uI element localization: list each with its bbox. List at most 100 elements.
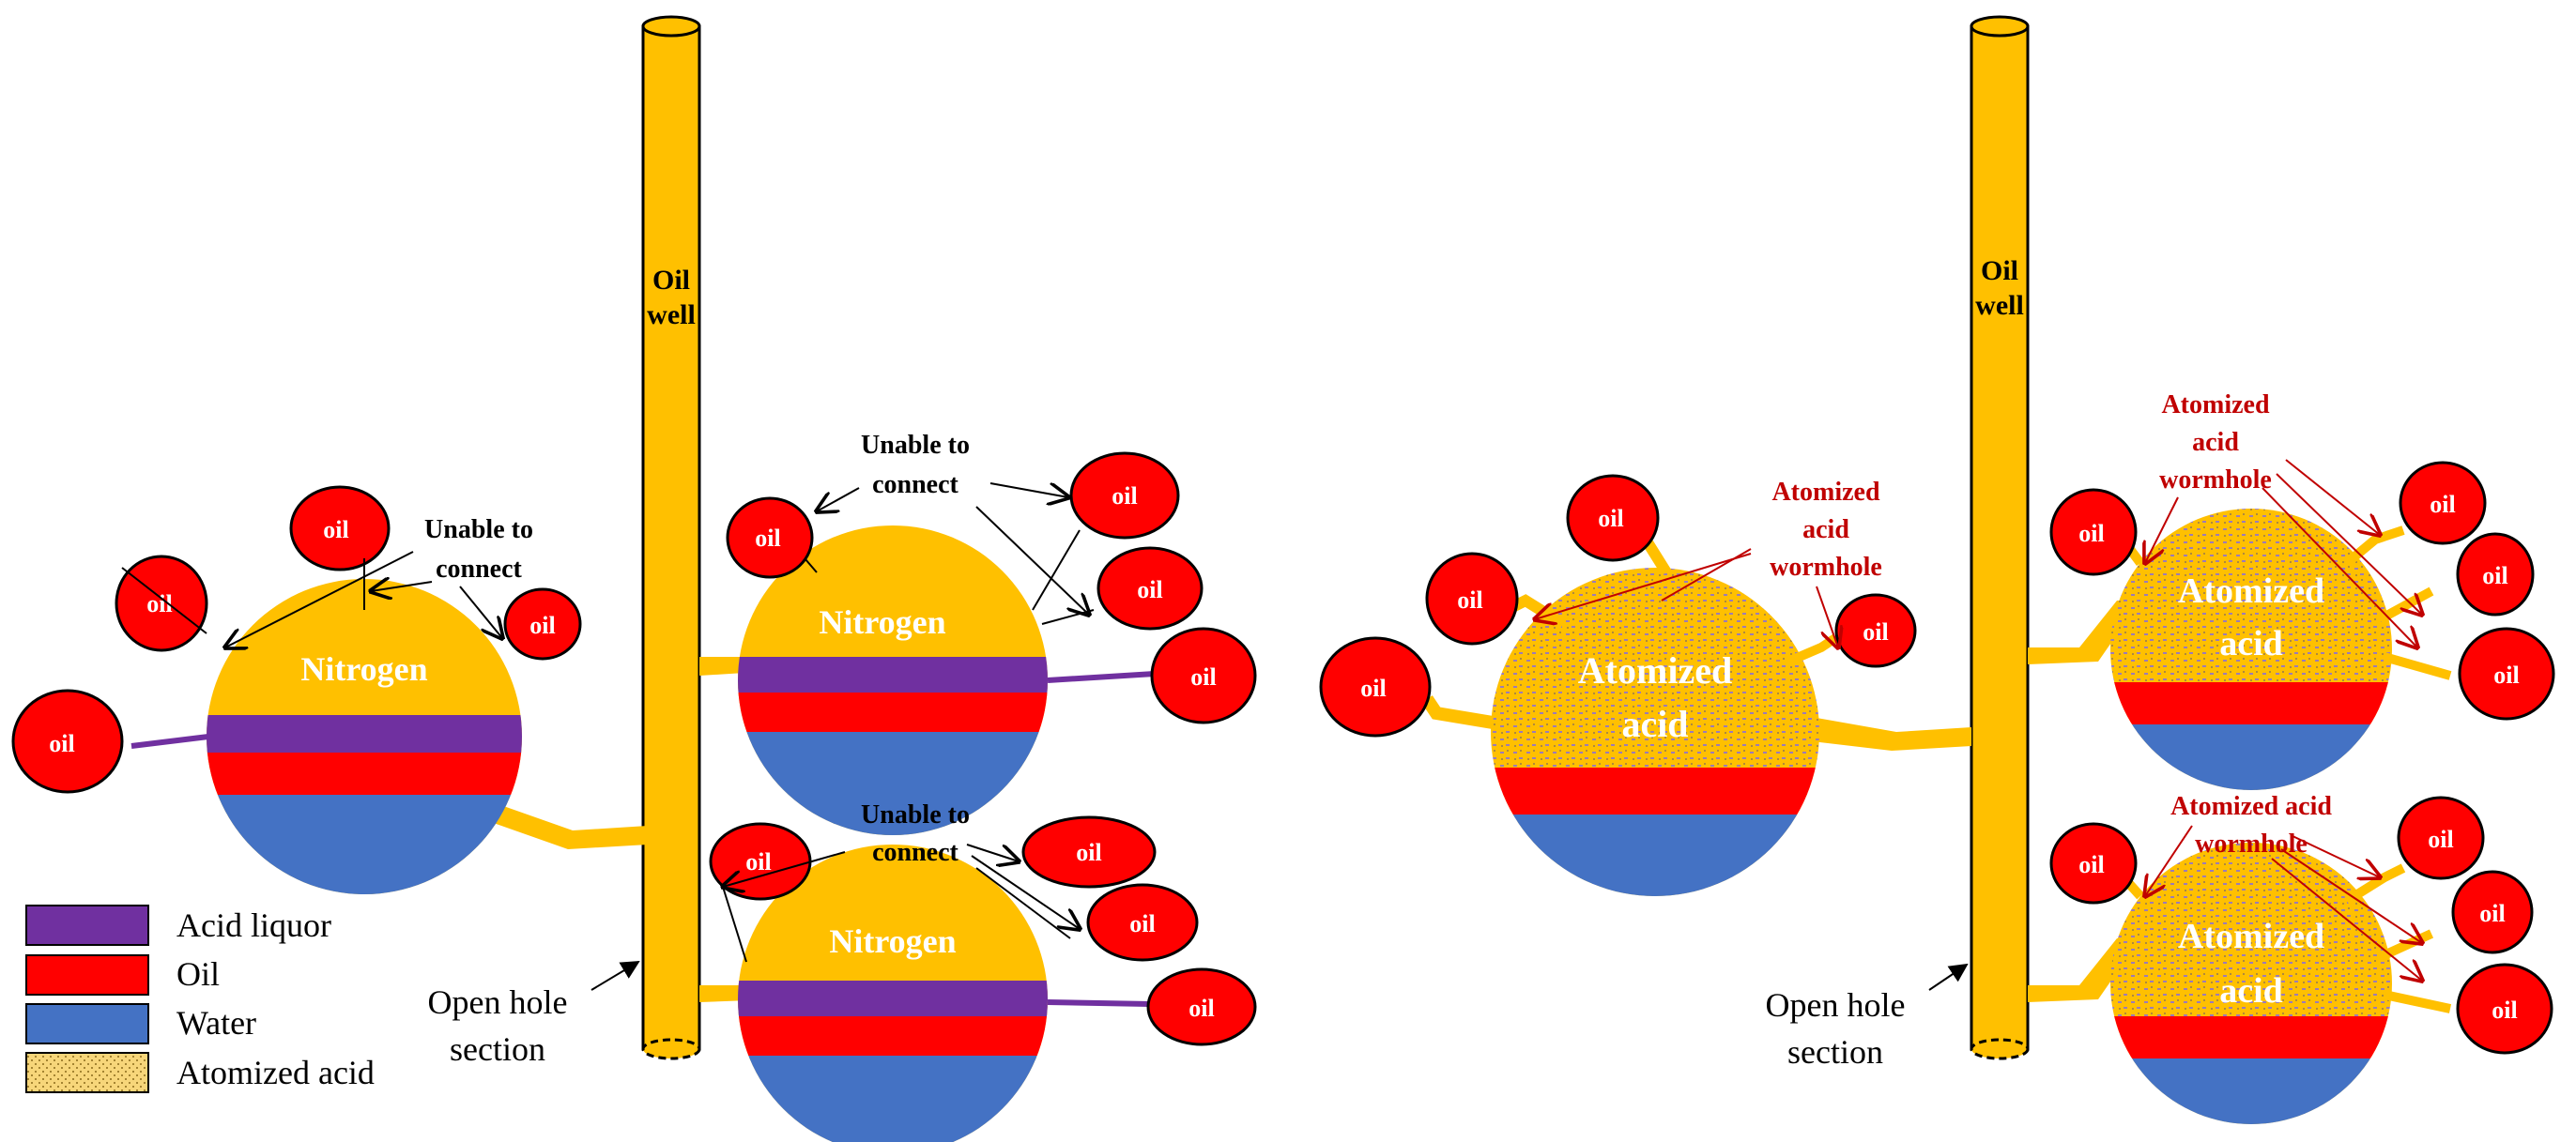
left-vug1-oil-4: oil xyxy=(503,587,582,661)
svg-text:oil: oil xyxy=(1190,663,1216,691)
svg-text:oil: oil xyxy=(1129,910,1155,937)
right-vug2-label-line2: acid xyxy=(2219,624,2283,663)
left-vug-1: Nitrogen oil oil oil oil Unable to c xyxy=(11,485,582,894)
svg-text:oil: oil xyxy=(2479,900,2505,927)
svg-text:oil: oil xyxy=(2428,826,2453,853)
svg-text:oil: oil xyxy=(323,516,348,543)
right-open-hole-line1: Open hole xyxy=(1766,986,1906,1024)
right-vug3-callout-line2: wormhole xyxy=(2195,830,2308,859)
left-well-label-line1: Oil xyxy=(652,265,690,296)
svg-text:oil: oil xyxy=(2492,997,2517,1024)
svg-text:Water: Water xyxy=(176,1004,256,1042)
right-vug1-label-line2: acid xyxy=(1621,703,1688,745)
right-open-hole-callout: Open hole section xyxy=(1766,963,1969,1071)
right-vug3-label-line2: acid xyxy=(2219,971,2283,1011)
right-vug3-oil-4: oil xyxy=(2456,963,2553,1055)
right-panel: Oil well Open hole section Atomized acid xyxy=(1319,15,2555,1124)
right-vug2-callout-line2: acid xyxy=(2192,428,2239,457)
svg-text:oil: oil xyxy=(2078,520,2104,547)
right-vug2-callout-line3: wormhole xyxy=(2159,465,2272,495)
right-vug3-oil-3: oil xyxy=(2451,870,2534,954)
right-vug1-oil-3: oil xyxy=(1566,474,1660,562)
right-vug-2: Atomized acid oil oil oil oil Atomiz xyxy=(2049,390,2555,790)
right-vug1-callout-line3: wormhole xyxy=(1770,553,1882,582)
svg-text:oil: oil xyxy=(755,525,780,552)
right-vug1-callout-line2: acid xyxy=(1802,515,1849,544)
left-vug3-oil-2: oil xyxy=(1021,815,1157,889)
right-vug-1: Atomized acid oil oil oil oil xyxy=(1319,474,1917,896)
right-vug3-oil-1: oil xyxy=(2049,822,2138,905)
left-vug3-callout-line2: connect xyxy=(872,838,958,867)
svg-text:oil: oil xyxy=(529,612,555,639)
right-vug2-label-line1: Atomized xyxy=(2178,571,2324,611)
left-vug1-channel xyxy=(488,802,648,849)
left-vug1-label: Nitrogen xyxy=(300,650,427,688)
legend-item-oil: Oil xyxy=(25,954,220,996)
left-vug3-oil-3: oil xyxy=(1086,883,1199,962)
left-well-label-line2: well xyxy=(647,299,696,330)
svg-text:oil: oil xyxy=(1598,505,1623,532)
svg-text:oil: oil xyxy=(1137,576,1162,603)
right-vug1-oil-2: oil xyxy=(1425,552,1519,646)
right-vug2-oil-2: oil xyxy=(2399,461,2487,545)
svg-text:Acid liquor: Acid liquor xyxy=(176,906,331,944)
right-vug2-callout-line1: Atomized xyxy=(2161,390,2270,419)
right-vug2-oil-1: oil xyxy=(2049,488,2138,576)
left-open-hole-line2: section xyxy=(450,1030,545,1068)
left-vug1-oil-3: oil xyxy=(289,485,391,571)
right-vug2-oil-3: oil xyxy=(2456,532,2535,617)
svg-text:oil: oil xyxy=(49,730,74,757)
left-vug1-callout-line1: Unable to xyxy=(424,515,533,544)
left-vug1-oil-2: oil xyxy=(115,555,208,652)
left-vug2-callout-line1: Unable to xyxy=(861,431,970,460)
left-vug2-oil-4: oil xyxy=(1150,627,1257,724)
left-vug3-callout-line1: Unable to xyxy=(861,800,970,830)
left-oil-well: Oil well xyxy=(641,15,701,1060)
svg-text:oil: oil xyxy=(1188,995,1214,1022)
left-vug2-callout-line2: connect xyxy=(872,470,958,499)
svg-text:oil: oil xyxy=(2078,851,2104,878)
svg-text:oil: oil xyxy=(1457,586,1482,614)
legend-item-water: Water xyxy=(25,1003,256,1044)
right-vug1-callout-line1: Atomized xyxy=(1771,478,1880,507)
svg-text:oil: oil xyxy=(2482,562,2507,589)
left-vug1-oil-1: oil xyxy=(11,689,124,794)
left-open-hole-line1: Open hole xyxy=(428,983,568,1021)
right-vug3-oil-2: oil xyxy=(2397,796,2485,880)
legend: Acid liquor Oil Water Atomized acid xyxy=(25,905,375,1093)
left-vug-3: Nitrogen oil oil oil oil Unable to conne… xyxy=(709,800,1257,1142)
left-vug1-callout-line2: connect xyxy=(436,555,522,584)
svg-text:oil: oil xyxy=(1076,839,1101,866)
left-vug2-oil-2: oil xyxy=(1069,451,1180,540)
right-open-hole-line2: section xyxy=(1787,1033,1883,1071)
svg-text:oil: oil xyxy=(745,848,771,876)
svg-text:oil: oil xyxy=(1360,675,1386,702)
right-vug3-label-line1: Atomized xyxy=(2178,917,2324,956)
svg-text:Oil: Oil xyxy=(176,955,220,993)
right-vug1-oil-4: oil xyxy=(1834,593,1917,668)
legend-item-acid-liquor: Acid liquor xyxy=(25,905,331,946)
right-vug1-oil-1: oil xyxy=(1319,636,1432,738)
left-open-hole-callout: Open hole section xyxy=(428,960,640,1068)
right-oil-well: Oil well xyxy=(1970,15,2030,1060)
left-vug3-label: Nitrogen xyxy=(829,922,956,960)
left-panel: Oil well Open hole section Nitrogen xyxy=(11,15,1257,1142)
legend-item-atomized-acid: Atomized acid xyxy=(25,1052,375,1093)
svg-text:Atomized acid: Atomized acid xyxy=(176,1054,375,1091)
left-vug2-oil-3: oil xyxy=(1096,546,1204,631)
svg-text:oil: oil xyxy=(2430,491,2455,518)
right-vug3-callout-line1: Atomized acid xyxy=(2170,792,2332,821)
left-vug2-oil-1: oil xyxy=(726,496,814,579)
svg-text:oil: oil xyxy=(1112,482,1137,510)
right-vug1-label-line1: Atomized xyxy=(1578,649,1732,692)
left-vug-2: Nitrogen oil oil oil oil Unable to conne… xyxy=(726,431,1257,835)
right-well-label-line1: Oil xyxy=(1981,255,2018,286)
svg-text:oil: oil xyxy=(1863,618,1888,646)
right-vug2-oil-4: oil xyxy=(2458,627,2555,721)
left-vug3-oil-1: oil xyxy=(709,822,812,901)
left-vug2-label: Nitrogen xyxy=(819,603,945,641)
right-well-label-line2: well xyxy=(1975,290,2024,321)
left-vug3-oil-4: oil xyxy=(1146,967,1257,1046)
right-vug-3: Atomized acid oil oil oil oil Atomiz xyxy=(2049,792,2553,1124)
